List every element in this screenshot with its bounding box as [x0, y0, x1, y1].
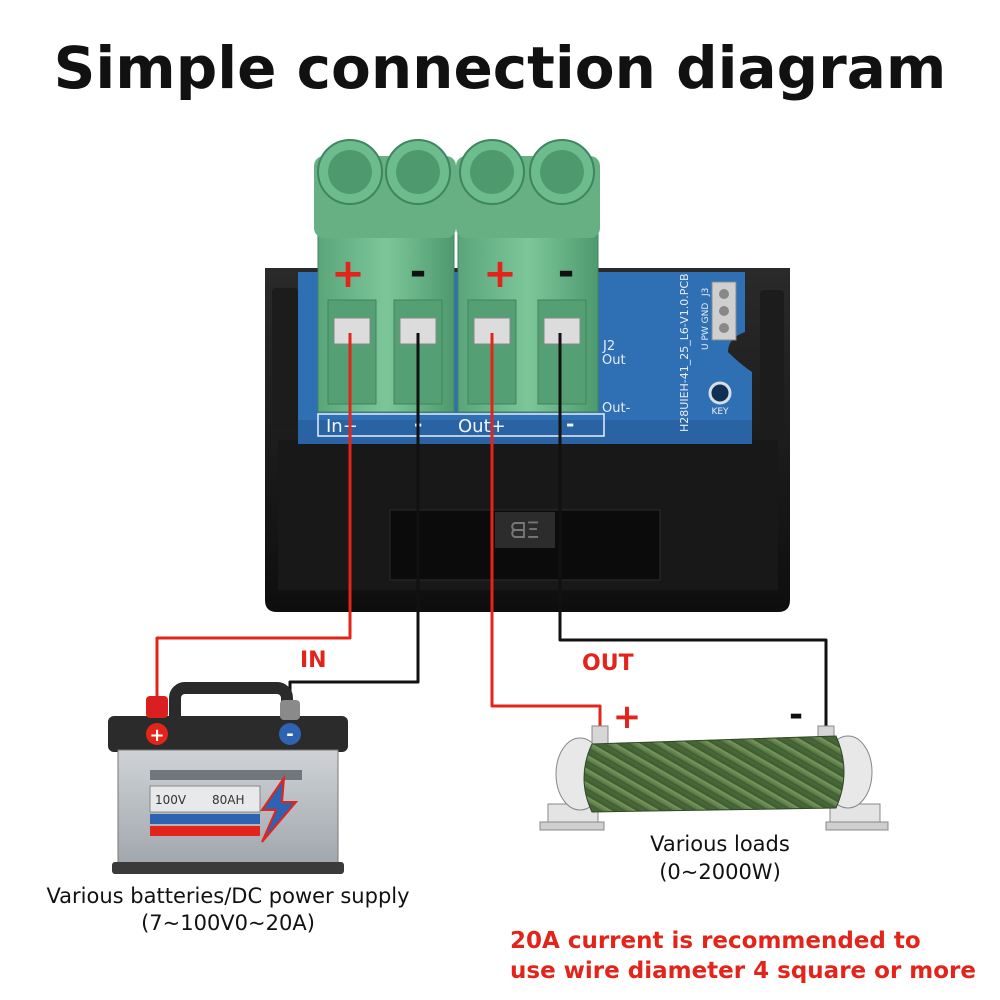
terminal-block-in — [314, 139, 456, 413]
battery-caption-line1: Various batteries/DC power supply — [46, 884, 409, 908]
board-label-out-minus: - — [566, 412, 574, 436]
battery-post-minus — [280, 700, 300, 720]
meter-module: ᗺΞ H28UIEH-41_25_L6-V1.0.PCB U PW GND J3… — [265, 139, 790, 612]
terminal-out-plus: + — [483, 251, 517, 297]
battery-plus-symbol: + — [149, 725, 164, 746]
battery: + - 100V 80AH — [108, 682, 348, 874]
out-minus-side-label: Out- — [602, 401, 631, 416]
load-resistor: + - — [539, 695, 889, 831]
terminal-in-minus: - — [410, 249, 427, 295]
wire-in-plus — [155, 333, 352, 702]
resistor-body — [583, 735, 845, 813]
pcb-code: H28UIEH-41_25_L6-V1.0.PCB — [678, 273, 691, 432]
key-label: KEY — [711, 407, 729, 417]
wire-label-out: OUT — [582, 651, 634, 676]
out-side-label: Out — [602, 353, 626, 368]
battery-minus-symbol: - — [286, 724, 293, 745]
key-hole — [708, 381, 732, 405]
lightning-icon — [260, 774, 299, 843]
connector-label: J3 — [701, 288, 711, 297]
note-line2: use wire diameter 4 square or more — [510, 958, 976, 984]
load-caption-line1: Various loads — [650, 832, 790, 856]
load-caption-line2: (0~2000W) — [659, 860, 781, 884]
wire-label-in: IN — [300, 648, 327, 673]
load-plus-symbol: + — [613, 697, 642, 737]
battery-caption-line2: (7~100V0~20A) — [141, 911, 315, 935]
board-label-in: In+ — [326, 416, 358, 437]
load-minus-symbol: - — [789, 695, 803, 735]
terminal-block-out — [456, 139, 600, 413]
pin-labels: U PW GND — [701, 303, 711, 350]
j2-label: J2 — [602, 339, 615, 354]
battery-post-plus — [146, 696, 168, 718]
battery-voltage: 100V — [155, 793, 187, 807]
terminal-out-minus: - — [558, 249, 575, 295]
page-title: Simple connection diagram — [54, 34, 947, 102]
battery-capacity: 80AH — [212, 793, 245, 807]
svg-text:ᗺΞ: ᗺΞ — [510, 519, 540, 544]
wire-out-plus — [490, 333, 602, 728]
terminal-in-plus: + — [331, 251, 365, 297]
board-label-out: Out+ — [458, 416, 506, 437]
note-line1: 20A current is recommended to — [510, 928, 921, 954]
wire-out-minus — [558, 333, 828, 728]
